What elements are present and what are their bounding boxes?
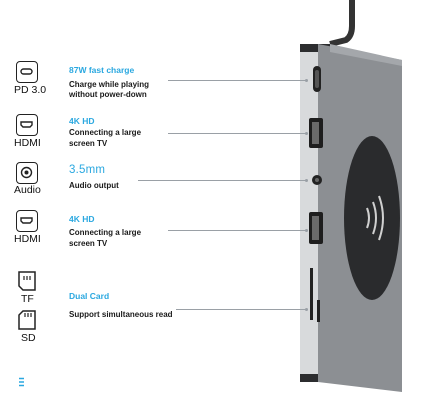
audio-icon — [16, 162, 38, 184]
connector-dot — [305, 308, 308, 311]
port-label-pd: PD 3.0 — [14, 84, 47, 96]
hdmi-icon — [16, 114, 38, 136]
feature-desc-hdmi-1b: screen TV — [69, 139, 108, 148]
feature-desc-charge-2: without power-down — [69, 90, 147, 99]
feature-desc-audio: Audio output — [69, 181, 119, 190]
connector-line-hdmi-1 — [168, 133, 306, 134]
cable — [329, 0, 355, 47]
port-label-hdmi-2: HDMI — [14, 233, 41, 245]
port-label-audio: Audio — [14, 184, 41, 196]
port-label-tf: TF — [21, 293, 34, 305]
connector-line-audio — [138, 180, 306, 181]
feature-title-hdmi-2: 4K HD — [69, 214, 95, 224]
usb-hub-device — [300, 0, 402, 392]
feature-desc-hdmi-1a: Connecting a large — [69, 128, 142, 137]
port-label-hdmi-1: HDMI — [14, 137, 41, 149]
port-label-sd: SD — [21, 332, 36, 344]
usb-c-icon — [16, 61, 38, 83]
feature-desc-card: Support simultaneous read — [69, 310, 173, 319]
wireless-charging-icon — [366, 195, 384, 241]
connector-dot — [305, 229, 308, 232]
feature-desc-hdmi-2b: screen TV — [69, 239, 108, 248]
feature-title-audio: 3.5mm — [69, 164, 106, 176]
wireless-charging-pad — [344, 136, 400, 300]
tf-card-slot — [317, 300, 320, 322]
connector-dot — [305, 132, 308, 135]
tf-card-icon — [18, 271, 36, 291]
connector-dot — [305, 79, 308, 82]
feature-title-charge: 87W fast charge — [69, 65, 135, 75]
feature-desc-hdmi-2a: Connecting a large — [69, 228, 142, 237]
menu-icon — [19, 377, 24, 387]
feature-title-card: Dual Card — [69, 291, 110, 301]
sd-card-icon — [18, 310, 36, 330]
hdmi-icon — [16, 210, 38, 232]
sd-card-slot — [310, 268, 313, 320]
connector-line-hdmi-2 — [168, 230, 306, 231]
feature-title-hdmi-1: 4K HD — [69, 116, 95, 126]
feature-desc-charge-1: Charge while playing — [69, 80, 150, 89]
connector-line-card — [176, 309, 306, 310]
connector-dot — [305, 179, 308, 182]
connector-line-charge — [168, 80, 306, 81]
